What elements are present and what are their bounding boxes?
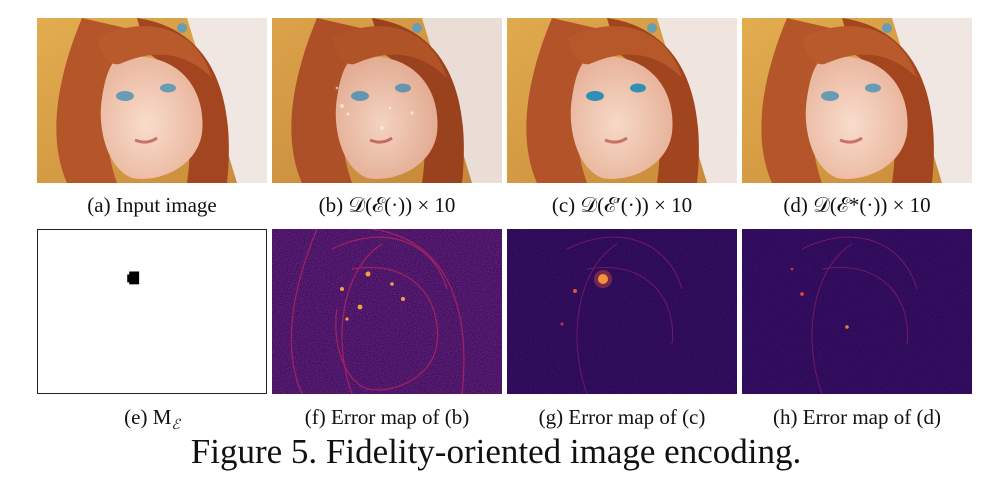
mask-region — [129, 271, 140, 285]
caption-c: (c) 𝒟(ℰ′(·)) × 10 — [551, 193, 693, 217]
panel-f-error-map — [272, 229, 502, 394]
mask-region — [127, 274, 132, 283]
portrait-image — [742, 18, 972, 183]
mask-image — [127, 271, 140, 285]
portrait-image — [507, 18, 737, 183]
panel-e-mask — [37, 229, 267, 394]
figure-caption: Figure 5. Fidelity-oriented image encodi… — [190, 432, 802, 471]
caption-f: (f) Error map of (b) — [304, 405, 470, 429]
panel-g-error-map — [507, 229, 737, 394]
caption-e-text: (e) M — [124, 405, 172, 429]
panel-a-input-image — [37, 18, 267, 183]
caption-e-subscript: ℰ — [171, 418, 180, 434]
caption-d: (d) 𝒟(ℰ*(·)) × 10 — [783, 193, 931, 217]
panel-h-error-map — [742, 229, 972, 394]
error-map-image — [272, 229, 502, 394]
error-map-image — [742, 229, 972, 394]
portrait-image — [37, 18, 267, 183]
panel-d-decoded-e-star — [742, 18, 972, 183]
panel-c-decoded-e-prime — [507, 18, 737, 183]
portrait-image — [272, 18, 502, 183]
panel-b-decoded-e — [272, 18, 502, 183]
caption-e: (e) Mℰ — [34, 405, 270, 438]
caption-b: (b) 𝒟(ℰ(·)) × 10 — [318, 193, 456, 217]
caption-g: (g) Error map of (c) — [538, 405, 706, 429]
caption-h: (h) Error map of (d) — [773, 405, 941, 429]
caption-a: (a) Input image — [87, 193, 217, 217]
error-map-image — [507, 229, 737, 394]
